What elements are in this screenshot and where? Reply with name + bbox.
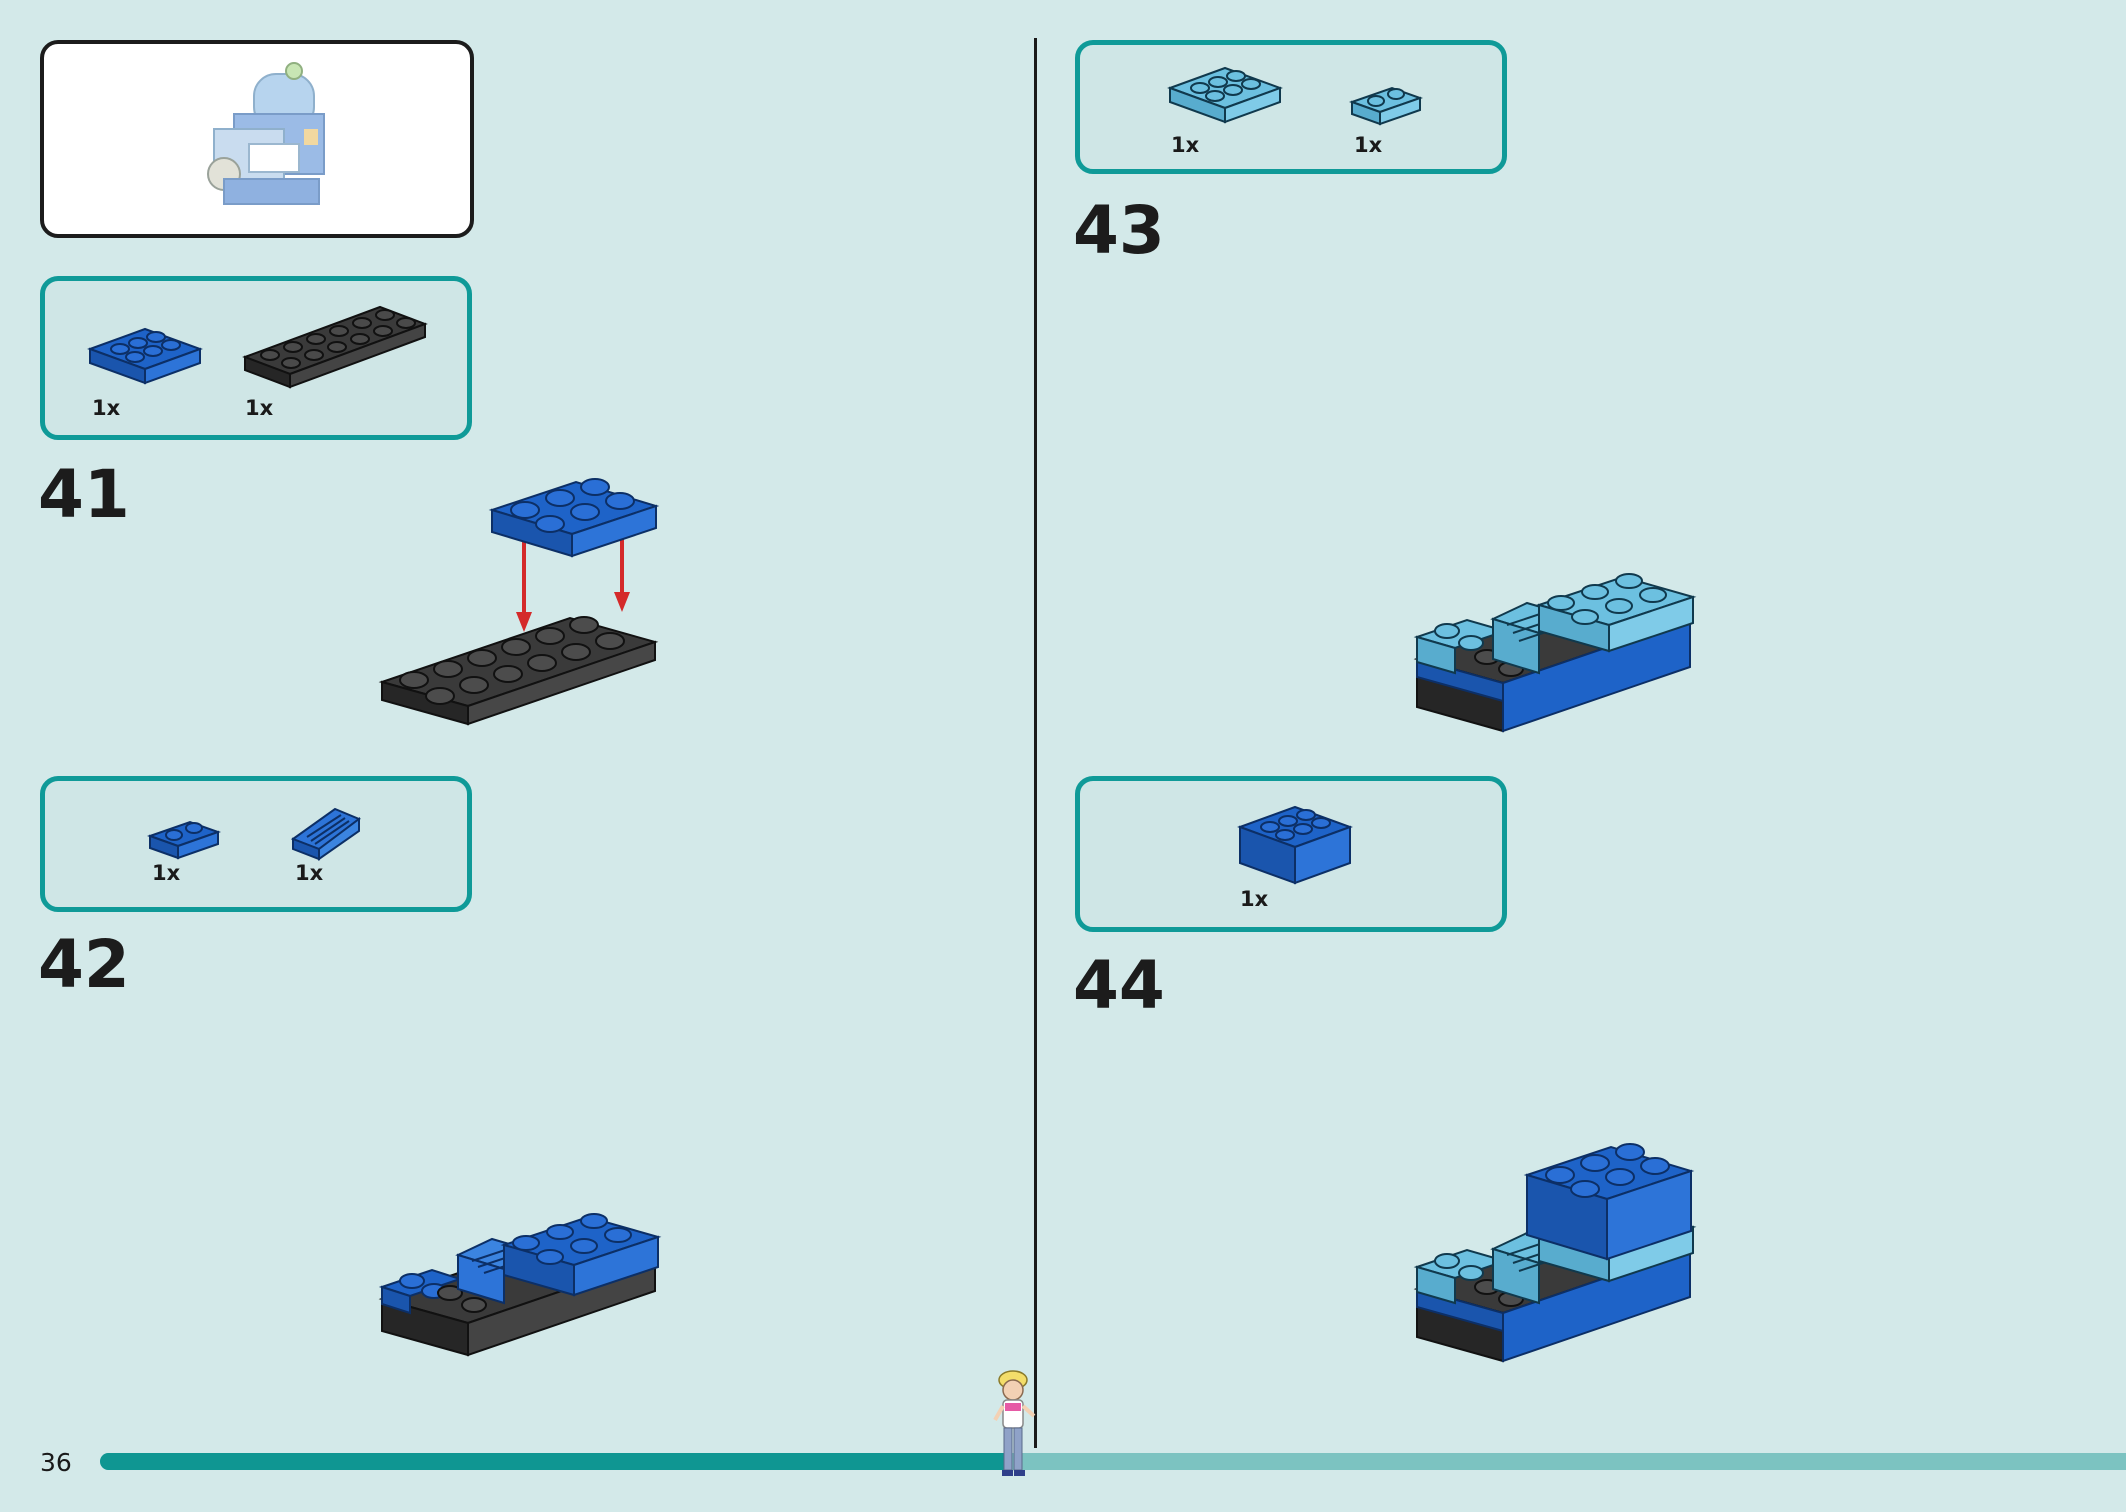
part-qty: 1x	[295, 861, 324, 885]
progress-fill	[100, 1453, 1012, 1470]
part-qty: 1x	[92, 396, 121, 420]
parts-box-step-42: 1x 1x	[40, 776, 472, 912]
step-42-assembly-illustration	[378, 1213, 662, 1357]
completed-model-preview	[40, 40, 474, 238]
light-blue-plate-2x3-icon	[1167, 66, 1283, 124]
step-43-assembly-illustration	[1413, 573, 1697, 733]
blue-slope-grille-icon	[290, 807, 361, 861]
parts-box-step-41: 1x 1x	[40, 276, 472, 440]
part-qty: 1x	[1354, 133, 1383, 157]
minifigure-progress-marker-icon	[993, 1370, 1036, 1476]
step-44-assembly-illustration	[1413, 1143, 1697, 1363]
parts-box-step-43: 1x 1x	[1075, 40, 1507, 174]
step-number-43: 43	[1073, 192, 1165, 269]
black-plate-2x6-icon	[242, 305, 428, 389]
light-blue-plate-1x2-icon	[1349, 86, 1423, 126]
part-qty: 1x	[1240, 887, 1269, 911]
page-divider	[1034, 38, 1037, 1448]
blue-plate-2x3-icon	[87, 327, 203, 385]
page-number: 36	[40, 1448, 72, 1477]
blue-plate-1x2-icon	[147, 820, 221, 860]
part-qty: 1x	[1171, 133, 1200, 157]
step-number-41: 41	[38, 456, 130, 533]
part-qty: 1x	[245, 396, 274, 420]
model-preview-icon	[207, 62, 325, 205]
step-41-assembly-illustration	[378, 478, 660, 726]
step-number-42: 42	[38, 926, 130, 1003]
part-qty: 1x	[152, 861, 181, 885]
step-number-44: 44	[1073, 947, 1165, 1024]
parts-box-step-44: 1x	[1075, 776, 1507, 932]
blue-brick-2x3-icon	[1237, 805, 1353, 885]
